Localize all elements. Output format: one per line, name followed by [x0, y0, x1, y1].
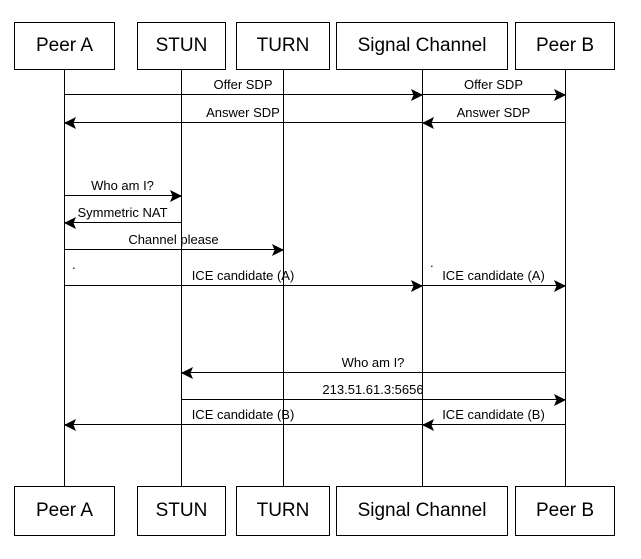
arrowhead-left-icon — [64, 217, 76, 229]
message-label: ICE candidate (A) — [442, 268, 545, 283]
actor-box-top-stun: STUN — [137, 22, 226, 70]
message-line — [422, 122, 565, 124]
lifeline-peer-b — [565, 70, 567, 486]
arrowhead-left-icon — [422, 419, 434, 431]
arrowhead-left-icon — [181, 367, 193, 379]
arrowhead-left-icon — [64, 419, 76, 431]
message-label: Who am I? — [91, 178, 154, 193]
message-line — [181, 372, 565, 374]
arrowhead-left-icon — [64, 117, 76, 129]
arrowhead-right-icon — [411, 89, 423, 101]
message-label: 213.51.61.3:5656 — [322, 382, 424, 397]
arrowhead-right-icon — [170, 190, 182, 202]
message-line — [64, 195, 181, 197]
message-line — [181, 399, 565, 401]
message-line — [422, 424, 565, 426]
arrowhead-right-icon — [411, 280, 423, 292]
message-label: ICE candidate (A) — [191, 268, 295, 283]
message-label: Answer SDP — [206, 105, 280, 120]
stray-dot: . — [72, 257, 76, 272]
message-label: ICE candidate (B) — [191, 407, 295, 422]
arrowhead-right-icon — [554, 89, 566, 101]
stray-dot: . — [430, 255, 434, 270]
actor-box-bottom-peer-b: Peer B — [515, 486, 615, 536]
message-label: Channel please — [128, 232, 219, 247]
arrowhead-right-icon — [554, 280, 566, 292]
actor-box-bottom-signal-channel: Signal Channel — [336, 486, 508, 536]
actor-box-top-signal-channel: Signal Channel — [336, 22, 508, 70]
message-line — [64, 249, 283, 251]
lifeline-stun — [181, 70, 183, 486]
message-line — [64, 285, 422, 287]
message-line — [422, 285, 565, 287]
message-line — [64, 122, 422, 124]
message-line — [64, 94, 422, 96]
message-label: Answer SDP — [456, 105, 531, 120]
lifeline-turn — [283, 70, 285, 486]
message-label: Offer SDP — [213, 77, 273, 92]
actor-box-bottom-turn: TURN — [236, 486, 330, 536]
actor-box-top-peer-b: Peer B — [515, 22, 615, 70]
arrowhead-right-icon — [272, 244, 284, 256]
actor-box-top-peer-a: Peer A — [14, 22, 115, 70]
arrowhead-left-icon — [422, 117, 434, 129]
lifeline-peer-a — [64, 70, 66, 486]
message-line — [422, 94, 565, 96]
actor-box-bottom-peer-a: Peer A — [14, 486, 115, 536]
message-label: Offer SDP — [463, 77, 523, 92]
actor-box-bottom-stun: STUN — [137, 486, 226, 536]
message-line — [64, 222, 181, 224]
message-label: Who am I? — [341, 355, 405, 370]
message-label: ICE candidate (B) — [442, 407, 545, 422]
message-label: Symmetric NAT — [77, 205, 168, 220]
lifeline-signal-channel — [422, 70, 424, 486]
arrowhead-right-icon — [554, 394, 566, 406]
actor-box-top-turn: TURN — [236, 22, 330, 70]
message-line — [64, 424, 422, 426]
